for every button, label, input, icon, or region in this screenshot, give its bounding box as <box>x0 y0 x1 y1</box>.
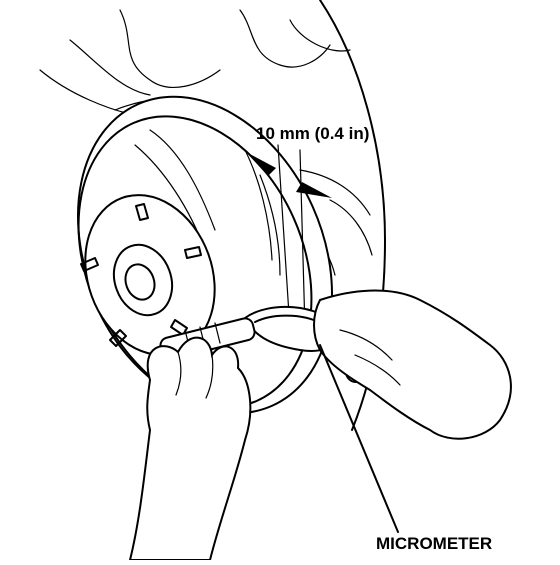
wheel-hub <box>80 194 216 356</box>
thickness-dimension <box>246 144 332 331</box>
hands <box>128 289 512 561</box>
thickness-label: 10 mm (0.4 in) <box>256 124 370 143</box>
micrometer-label: MICROMETER <box>376 534 493 553</box>
micrometer-leader-line <box>319 344 399 533</box>
